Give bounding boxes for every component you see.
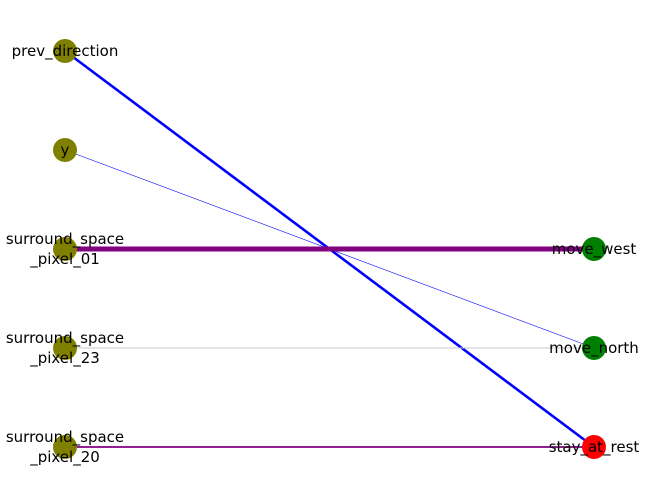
- node-label-line: surround_space: [6, 329, 124, 348]
- node-label-line: move_west: [552, 240, 637, 259]
- node-stay_at_rest: [582, 435, 606, 459]
- node-move_west: [582, 237, 606, 261]
- labels-layer: prev_directionysurround_space_pixel_01su…: [6, 42, 640, 467]
- node-prev_direction: [53, 39, 77, 63]
- node-surround_space_pixel_20: [53, 435, 77, 459]
- node-label-line: surround_space: [6, 230, 124, 249]
- node-label-line: surround_space: [6, 428, 124, 447]
- node-move_north: [582, 336, 606, 360]
- node-label-line: y: [61, 141, 70, 159]
- edges-layer: [62, 49, 597, 449]
- node-label-line: _pixel_20: [29, 448, 100, 467]
- node-label-move_north: move_north: [549, 339, 639, 358]
- nodes-layer: [53, 39, 606, 459]
- node-surround_space_pixel_23: [53, 336, 77, 360]
- node-label-line: stay_at_rest: [549, 438, 640, 457]
- node-label-y: y: [61, 141, 70, 159]
- node-surround_space_pixel_01: [53, 237, 77, 261]
- node-label-prev_direction: prev_direction: [12, 42, 119, 61]
- node-label-stay_at_rest: stay_at_rest: [549, 438, 640, 457]
- node-label-line: _pixel_23: [29, 349, 100, 368]
- node-label-line: prev_direction: [12, 42, 119, 61]
- node-label-line: move_north: [549, 339, 639, 358]
- node-label-surround_space_pixel_01: surround_space_pixel_01: [6, 230, 124, 269]
- node-label-move_west: move_west: [552, 240, 637, 259]
- node-y: [53, 138, 77, 162]
- node-label-surround_space_pixel_20: surround_space_pixel_20: [6, 428, 124, 467]
- node-label-surround_space_pixel_23: surround_space_pixel_23: [6, 329, 124, 368]
- node-label-line: _pixel_01: [29, 250, 100, 269]
